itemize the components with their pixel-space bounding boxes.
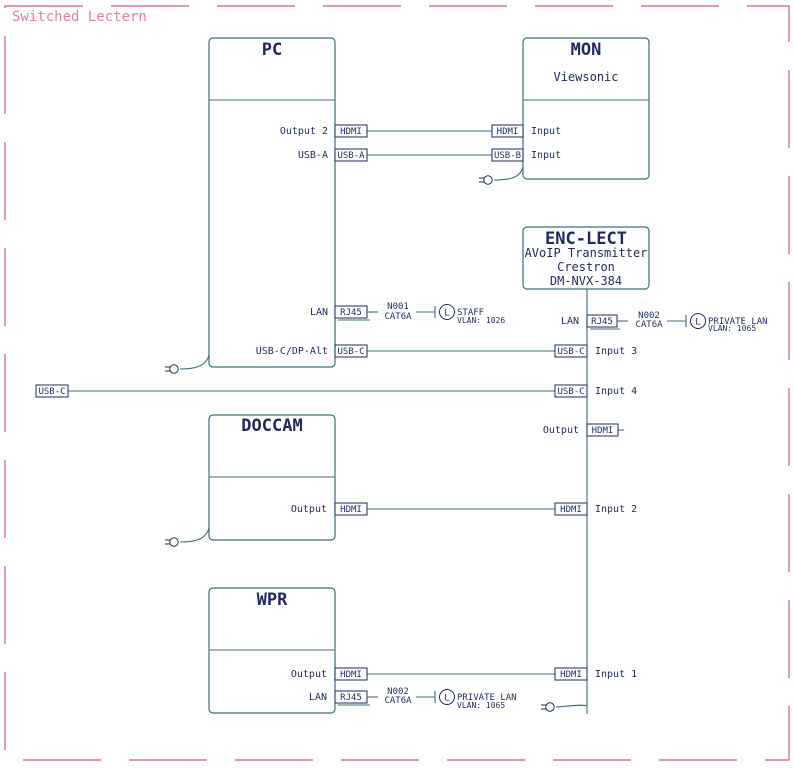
mon-box[interactable] — [522, 37, 650, 180]
pc-lan-cable: N001 CAT6A L STAFF VLAN: 1026 — [367, 302, 505, 325]
mon-port-hdmi-conn[interactable] — [491, 124, 524, 138]
pc-power-plug-icon — [165, 354, 210, 374]
doccam-port-output-conn-label: HDMI — [340, 505, 362, 515]
enc-power-plug-icon — [541, 702, 588, 712]
mon-port-usbb-conn-label: USB-B — [494, 151, 521, 161]
device-pc[interactable]: PC Output 2 HDMI USB-A USB-A LAN RJ45 US… — [208, 37, 370, 368]
enc-line3: DM-NVX-384 — [550, 274, 622, 288]
pc-lan-cable-id: N001 — [387, 302, 409, 312]
enc-port-output-conn-label: HDMI — [592, 426, 614, 436]
pc-port-usbc-conn[interactable] — [334, 344, 368, 358]
device-doccam[interactable]: DOCCAM Output HDMI — [208, 414, 368, 541]
enc-port-input3-conn[interactable] — [554, 344, 588, 358]
enc-port-input2-label: Input 2 — [595, 504, 637, 515]
device-enc-lect[interactable]: ENC-LECT AVoIP Transmitter Crestron DM-N… — [522, 226, 650, 290]
pc-port-usbc-label: USB-C/DP-Alt — [256, 346, 328, 357]
enc-port-lan-conn-label: RJ45 — [591, 317, 613, 327]
enc-port-input3[interactable]: USB-C Input 3 — [554, 344, 637, 358]
pc-port-lan-conn-label: RJ45 — [340, 308, 362, 318]
pc-title: PC — [262, 40, 282, 60]
pc-lan-vlan: VLAN: 1026 — [457, 316, 505, 325]
enc-box[interactable] — [522, 226, 650, 290]
network-jack-icon — [690, 313, 706, 329]
enc-lan-cable-id: N002 — [638, 311, 660, 321]
mon-port-hdmi-conn-label: HDMI — [497, 127, 519, 137]
enc-port-output[interactable]: Output HDMI — [543, 423, 619, 437]
mon-port-usbb-label: Input — [531, 150, 561, 161]
mon-power-plug-icon — [479, 166, 524, 185]
pc-port-usbc-conn-label: USB-C — [337, 347, 364, 357]
network-jack-icon — [439, 304, 455, 320]
doccam-title: DOCCAM — [241, 416, 302, 436]
pc-lan-network: STAFF — [457, 308, 484, 318]
enc-port-input2-conn[interactable] — [554, 502, 588, 516]
enc-port-output-conn[interactable] — [586, 423, 619, 437]
pc-port-lan-label: LAN — [310, 307, 328, 318]
wpr-port-lan-conn-label: RJ45 — [340, 693, 362, 703]
wpr-lan-network: PRIVATE LAN — [457, 693, 517, 703]
enc-port-input2-conn-label: HDMI — [560, 505, 582, 515]
svg-text:L: L — [444, 309, 449, 319]
loose-usbc-conn[interactable] — [35, 384, 69, 398]
svg-text:L: L — [695, 318, 700, 328]
pc-box[interactable] — [208, 37, 336, 368]
enc-port-input1-label: Input 1 — [595, 669, 637, 680]
enc-lan-vlan: VLAN: 1065 — [708, 324, 756, 333]
doccam-port-output-conn[interactable] — [334, 502, 368, 516]
enc-port-lan-label: LAN — [561, 316, 579, 327]
wpr-port-output-conn-label: HDMI — [340, 670, 362, 680]
enc-lan-network: PRIVATE LAN — [708, 317, 768, 327]
doccam-power-plug-icon — [165, 527, 210, 547]
enc-port-input1-conn-label: HDMI — [560, 670, 582, 680]
enc-port-input4-label: Input 4 — [595, 386, 637, 397]
enc-port-input4[interactable]: USB-C Input 4 — [554, 384, 637, 398]
pc-lan-cable-type: CAT6A — [384, 312, 412, 322]
pc-port-output2-conn[interactable] — [334, 124, 368, 138]
wpr-port-lan-label: LAN — [309, 692, 327, 703]
pc-port-usba-conn[interactable] — [334, 148, 368, 162]
network-jack-icon — [439, 689, 455, 705]
pc-port-output2-conn-label: HDMI — [340, 127, 362, 137]
enc-port-input4-conn-label: USB-C — [557, 387, 584, 397]
frame-border — [4, 5, 790, 761]
device-wpr[interactable]: WPR Output HDMI LAN RJ45 — [208, 587, 370, 714]
enc-port-input4-conn[interactable] — [554, 384, 588, 398]
wpr-lan-cable-type: CAT6A — [384, 696, 412, 706]
wpr-lan-cable: N002 CAT6A L PRIVATE LAN VLAN: 1065 — [367, 687, 517, 710]
enc-port-lan[interactable]: LAN RJ45 N002 CAT6A L PRIVATE LAN VLAN: … — [561, 311, 768, 333]
enc-port-input3-label: Input 3 — [595, 346, 637, 357]
enc-port-input1-conn[interactable] — [554, 667, 588, 681]
enc-title: ENC-LECT — [545, 229, 627, 249]
enc-port-input3-conn-label: USB-C — [557, 347, 584, 357]
wpr-lan-vlan: VLAN: 1065 — [457, 701, 505, 710]
mon-port-hdmi-label: Input — [531, 126, 561, 137]
enc-lan-cable-type: CAT6A — [635, 320, 663, 330]
frame-title-bg — [8, 8, 148, 26]
device-mon[interactable]: MON Viewsonic HDMI Input USB-B Input — [491, 37, 650, 180]
pc-port-output2-label: Output 2 — [280, 126, 328, 137]
enc-port-input2[interactable]: HDMI Input 2 — [554, 502, 637, 516]
wpr-port-output-conn[interactable] — [334, 667, 368, 681]
wpr-lan-cable-id: N002 — [387, 687, 409, 697]
wpr-port-output-label: Output — [291, 669, 327, 680]
pc-port-usba-label: USB-A — [298, 150, 328, 161]
pc-port-usba-conn-label: USB-A — [337, 151, 365, 161]
loose-usbc-conn-label: USB-C — [38, 387, 65, 397]
frame-title: Switched Lectern — [12, 9, 147, 25]
enc-port-output-label: Output — [543, 425, 579, 436]
wpr-title: WPR — [257, 590, 288, 610]
enc-line1: AVoIP Transmitter — [525, 246, 648, 260]
svg-text:L: L — [444, 694, 449, 704]
loose-usbc-connector[interactable]: USB-C — [35, 384, 69, 398]
doccam-port-output-label: Output — [291, 504, 327, 515]
mon-subtitle: Viewsonic — [553, 70, 618, 84]
enc-line2: Crestron — [557, 260, 615, 274]
enc-port-input1[interactable]: HDMI Input 1 — [554, 667, 637, 681]
mon-title: MON — [571, 40, 602, 60]
mon-port-usbb-conn[interactable] — [491, 148, 524, 162]
